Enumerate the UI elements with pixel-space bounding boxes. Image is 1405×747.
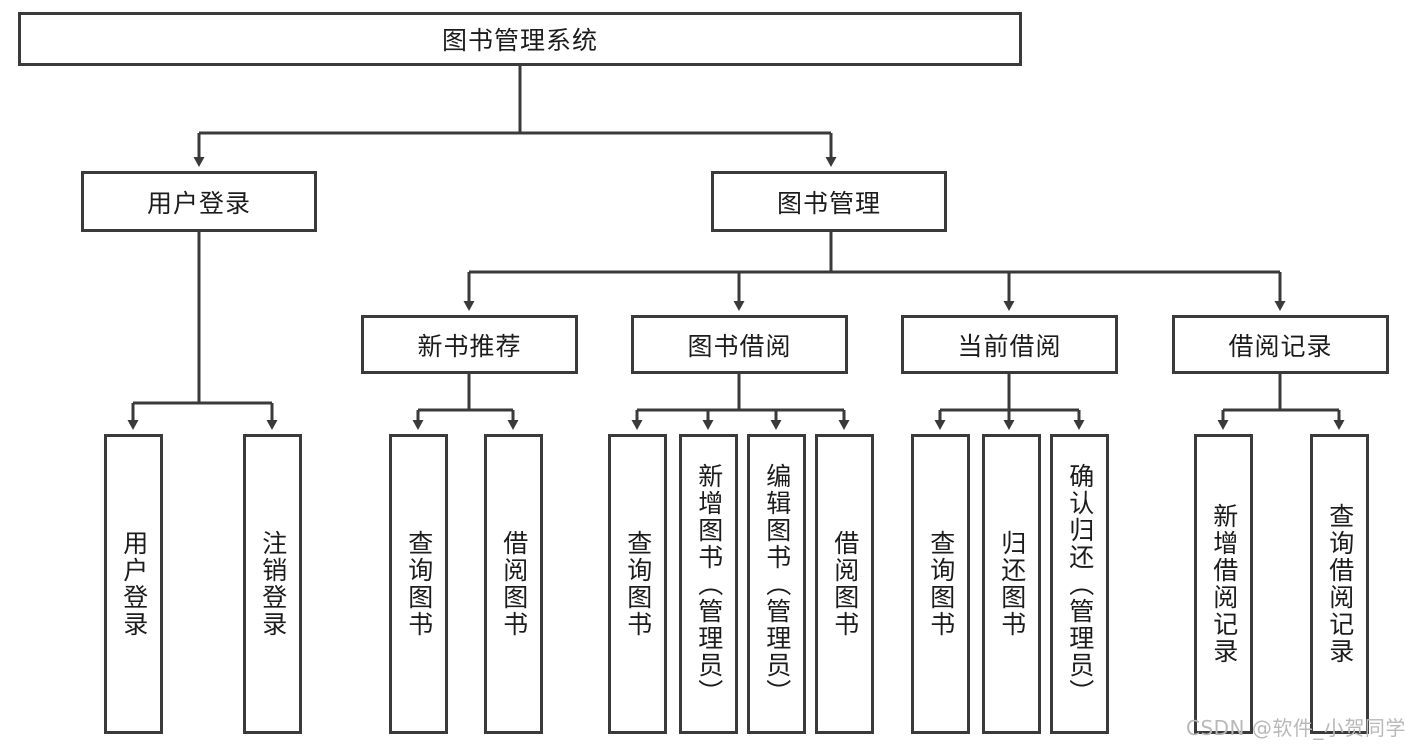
leaf-recommend-borrow-book[interactable]: 借阅图书 bbox=[484, 434, 543, 734]
leaf-user-login[interactable]: 用户登录 bbox=[104, 434, 163, 734]
leaf-borrow-add-book-admin[interactable]: 新增图书（管理员） bbox=[679, 434, 738, 734]
leaf-current-query-book[interactable]: 查询图书 bbox=[911, 434, 970, 734]
node-label: 图书管理系统 bbox=[441, 26, 598, 55]
node-label: 借阅图书 bbox=[830, 530, 860, 638]
node-label: 用户登录 bbox=[119, 530, 149, 638]
leaf-current-confirm-return-admin[interactable]: 确认归还（管理员） bbox=[1050, 434, 1109, 734]
node-label: 用户登录 bbox=[146, 188, 251, 218]
leaf-user-logout[interactable]: 注销登录 bbox=[243, 434, 302, 734]
node-label: 新书推荐 bbox=[417, 331, 522, 361]
node-label: 新增图书（管理员） bbox=[694, 462, 724, 706]
leaf-record-query[interactable]: 查询借阅记录 bbox=[1310, 434, 1369, 734]
node-label: 当前借阅 bbox=[957, 331, 1062, 361]
node-label: 借阅记录 bbox=[1228, 331, 1333, 361]
node-label: 新增借阅记录 bbox=[1209, 503, 1239, 665]
node-book-management[interactable]: 图书管理 bbox=[711, 171, 947, 232]
node-label: 图书借阅 bbox=[687, 331, 792, 361]
node-label: 查询借阅记录 bbox=[1325, 503, 1355, 665]
node-current-borrow[interactable]: 当前借阅 bbox=[901, 315, 1118, 374]
node-label: 编辑图书（管理员） bbox=[762, 462, 792, 706]
node-label: 借阅图书 bbox=[499, 530, 529, 638]
node-label: 查询图书 bbox=[926, 530, 956, 638]
leaf-borrow-borrow-book[interactable]: 借阅图书 bbox=[815, 434, 874, 734]
node-new-book-recommend[interactable]: 新书推荐 bbox=[361, 315, 578, 374]
node-label: 图书管理 bbox=[776, 188, 881, 218]
node-label: 归还图书 bbox=[997, 530, 1027, 638]
node-borrow-record[interactable]: 借阅记录 bbox=[1172, 315, 1389, 374]
node-label: 查询图书 bbox=[404, 530, 434, 638]
leaf-borrow-edit-book-admin[interactable]: 编辑图书（管理员） bbox=[747, 434, 806, 734]
node-label: 确认归还（管理员） bbox=[1065, 462, 1095, 706]
node-label: 查询图书 bbox=[623, 530, 653, 638]
node-root-system[interactable]: 图书管理系统 bbox=[18, 12, 1022, 66]
csdn-watermark: CSDN @软件_小贺同学 bbox=[1186, 716, 1405, 740]
node-user-login[interactable]: 用户登录 bbox=[81, 171, 317, 232]
leaf-record-add[interactable]: 新增借阅记录 bbox=[1194, 434, 1253, 734]
leaf-current-return-book[interactable]: 归还图书 bbox=[982, 434, 1041, 734]
leaf-recommend-query-book[interactable]: 查询图书 bbox=[389, 434, 448, 734]
node-label: 注销登录 bbox=[258, 530, 288, 638]
leaf-borrow-query-book[interactable]: 查询图书 bbox=[608, 434, 667, 734]
node-book-borrow[interactable]: 图书借阅 bbox=[631, 315, 848, 374]
